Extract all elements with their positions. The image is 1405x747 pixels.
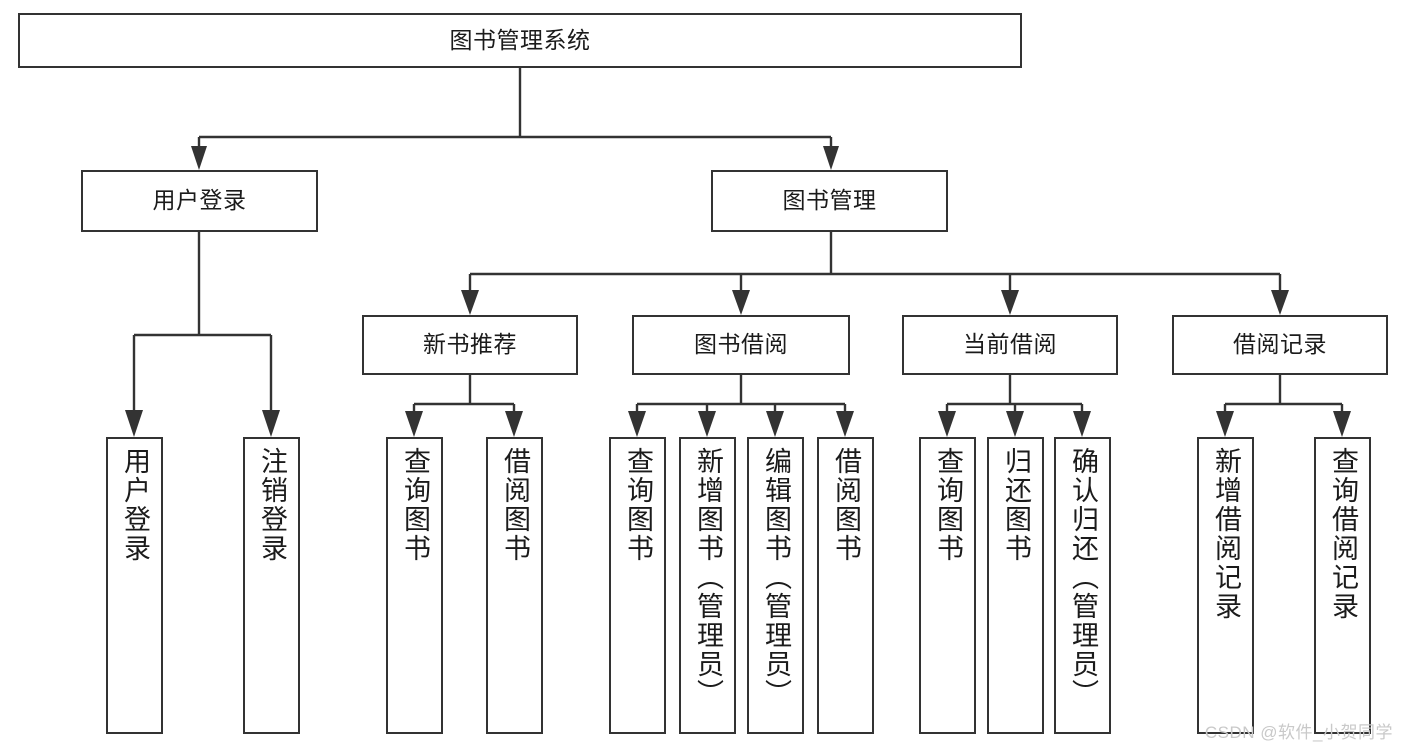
node-book-manage[interactable]: 图书管理 <box>711 170 948 232</box>
node-label: 新增借阅记录 <box>1211 447 1241 621</box>
leaf-add-book[interactable]: 新增图书（管理员） <box>679 437 736 734</box>
node-label: 新书推荐 <box>423 331 517 358</box>
node-label: 图书借阅 <box>694 331 788 358</box>
node-label: 图书管理 <box>782 187 877 214</box>
node-label: 图书管理系统 <box>449 26 591 53</box>
node-label: 确认归还（管理员） <box>1068 447 1098 708</box>
node-book-borrow[interactable]: 图书借阅 <box>632 315 850 375</box>
node-current-borrow[interactable]: 当前借阅 <box>902 315 1118 375</box>
node-new-book-recommend[interactable]: 新书推荐 <box>362 315 578 375</box>
node-label: 借阅记录 <box>1233 331 1327 358</box>
node-label: 查询图书 <box>623 447 653 563</box>
node-label: 当前借阅 <box>963 331 1057 358</box>
leaf-borrow-book-recommend[interactable]: 借阅图书 <box>486 437 543 734</box>
leaf-borrow-book[interactable]: 借阅图书 <box>817 437 874 734</box>
node-label: 新增图书（管理员） <box>693 447 723 708</box>
leaf-query-borrow-record[interactable]: 查询借阅记录 <box>1314 437 1371 734</box>
leaf-query-book-current[interactable]: 查询图书 <box>919 437 976 734</box>
node-borrow-record[interactable]: 借阅记录 <box>1172 315 1388 375</box>
node-label: 查询借阅记录 <box>1328 447 1358 621</box>
node-label: 查询图书 <box>933 447 963 563</box>
leaf-return-book[interactable]: 归还图书 <box>987 437 1044 734</box>
leaf-user-logout[interactable]: 注销登录 <box>243 437 300 734</box>
leaf-edit-book[interactable]: 编辑图书（管理员） <box>747 437 804 734</box>
node-label: 查询图书 <box>400 447 430 563</box>
node-user-login[interactable]: 用户登录 <box>81 170 318 232</box>
leaf-user-login[interactable]: 用户登录 <box>106 437 163 734</box>
leaf-query-book-borrow[interactable]: 查询图书 <box>609 437 666 734</box>
watermark: CSDN @软件_小贺同学 <box>1204 723 1393 742</box>
node-label: 用户登录 <box>152 187 247 214</box>
node-label: 编辑图书（管理员） <box>761 447 791 708</box>
node-label: 用户登录 <box>120 447 150 563</box>
leaf-add-borrow-record[interactable]: 新增借阅记录 <box>1197 437 1254 734</box>
node-label: 归还图书 <box>1001 447 1031 563</box>
node-root-system[interactable]: 图书管理系统 <box>18 13 1022 68</box>
leaf-confirm-return[interactable]: 确认归还（管理员） <box>1054 437 1111 734</box>
node-label: 借阅图书 <box>831 447 861 563</box>
node-label: 注销登录 <box>257 447 287 563</box>
leaf-query-book-recommend[interactable]: 查询图书 <box>386 437 443 734</box>
node-label: 借阅图书 <box>500 447 530 563</box>
